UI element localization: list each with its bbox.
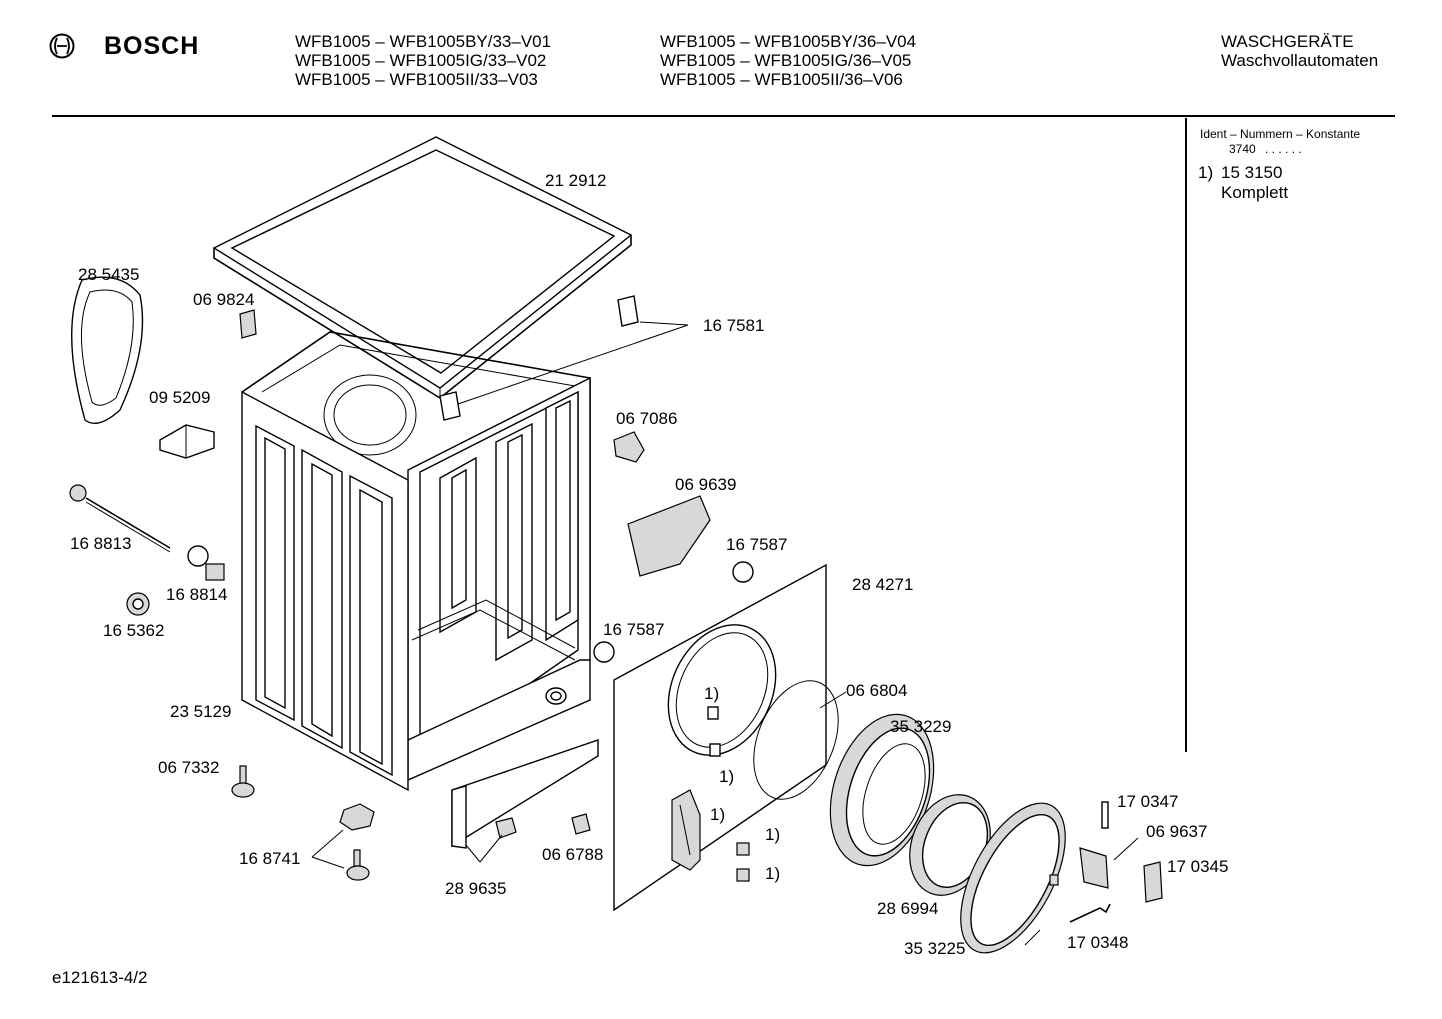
part-label-069824: 06 9824 bbox=[193, 290, 255, 309]
model-line: WFB1005 – WFB1005II/36–V06 bbox=[660, 70, 903, 89]
note-marker: 1) bbox=[719, 767, 735, 786]
bracket-095209 bbox=[159, 424, 215, 459]
note-number: 15 3150 bbox=[1221, 163, 1283, 182]
model-line: WFB1005 – WFB1005II/33–V03 bbox=[295, 70, 538, 89]
part-label-285435: 28 5435 bbox=[78, 265, 140, 284]
door-handle-part bbox=[1079, 847, 1109, 889]
category-subtitle: Waschvollautomaten bbox=[1221, 51, 1379, 70]
part-label-167587b: 16 7587 bbox=[603, 620, 665, 639]
part-label-066804: 06 6804 bbox=[846, 681, 908, 700]
clip-167581-top bbox=[617, 295, 639, 327]
part-label-170345: 17 0345 bbox=[1167, 857, 1229, 876]
clip-167587a bbox=[732, 561, 754, 583]
hinge-plate-part bbox=[1143, 861, 1163, 903]
part-label-286994: 28 6994 bbox=[877, 899, 939, 918]
foot-168741 bbox=[339, 803, 375, 881]
counterweight bbox=[71, 276, 144, 424]
model-list-2: WFB1005 – WFB1005BY/36–V04 WFB1005 – WFB… bbox=[660, 32, 916, 89]
leader-lines bbox=[311, 321, 1139, 946]
part-label-284271: 28 4271 bbox=[852, 575, 914, 594]
door-frame bbox=[960, 802, 1066, 954]
note-marker-sidebar: 1) bbox=[1198, 163, 1214, 182]
note-marker: 1) bbox=[765, 864, 781, 883]
front-panel bbox=[613, 563, 827, 912]
nut-165362 bbox=[126, 592, 150, 616]
foot-067332 bbox=[231, 765, 255, 798]
part-label-167581: 16 7581 bbox=[703, 316, 765, 335]
wire-spring-part bbox=[1069, 903, 1111, 923]
ident-dots: . . . . . . bbox=[1265, 142, 1302, 156]
clip-167587b bbox=[593, 641, 615, 663]
part-label-235129: 23 5129 bbox=[170, 702, 232, 721]
door-hinge bbox=[671, 789, 701, 871]
part-label-167587a: 16 7587 bbox=[726, 535, 788, 554]
clip-part bbox=[736, 842, 750, 856]
part-label-170348: 17 0348 bbox=[1067, 933, 1129, 952]
clip-167581-inner bbox=[439, 391, 461, 421]
part-label-067086: 06 7086 bbox=[616, 409, 678, 428]
part-067086 bbox=[613, 431, 645, 463]
part-label-168741: 16 8741 bbox=[239, 849, 301, 868]
porthole-ring bbox=[829, 713, 935, 867]
bushing-168814 bbox=[187, 545, 225, 581]
note-marker: 1) bbox=[704, 684, 720, 703]
ident-number: 3740 bbox=[1229, 142, 1256, 156]
shock-bolt bbox=[69, 484, 171, 553]
part-label-069639: 06 9639 bbox=[675, 475, 737, 494]
model-list-1: WFB1005 – WFB1005BY/33–V01 WFB1005 – WFB… bbox=[295, 32, 551, 89]
note-text: Komplett bbox=[1221, 183, 1289, 202]
model-line: WFB1005 – WFB1005IG/36–V05 bbox=[660, 51, 912, 70]
part-label-212912: 21 2912 bbox=[545, 171, 607, 190]
door-seal-ring bbox=[753, 680, 839, 800]
ident-title: Ident – Nummern – Konstante bbox=[1200, 127, 1361, 141]
part-069639 bbox=[627, 495, 711, 577]
pin-part bbox=[1101, 801, 1109, 829]
part-label-353229: 35 3229 bbox=[890, 717, 952, 736]
clip-069824 bbox=[239, 309, 257, 339]
model-line: WFB1005 – WFB1005BY/33–V01 bbox=[295, 32, 552, 51]
part-label-069637: 06 9637 bbox=[1146, 822, 1208, 841]
part-label-168813: 16 8813 bbox=[70, 534, 132, 553]
part-label-353225: 35 3225 bbox=[904, 939, 966, 958]
part-label-168814: 16 8814 bbox=[166, 585, 228, 604]
clip-part bbox=[736, 868, 750, 882]
screw-066788 bbox=[571, 813, 591, 835]
door-glass bbox=[909, 794, 991, 896]
toe-kick-panel bbox=[451, 739, 599, 849]
model-line: WFB1005 – WFB1005BY/36–V04 bbox=[660, 32, 917, 51]
brand-name: BOSCH bbox=[104, 32, 200, 60]
bosch-logo-icon bbox=[49, 33, 75, 59]
note-marker: 1) bbox=[765, 825, 781, 844]
part-label-066788: 06 6788 bbox=[542, 845, 604, 864]
part-label-289635: 28 9635 bbox=[445, 879, 507, 898]
part-label-170347: 17 0347 bbox=[1117, 792, 1179, 811]
worktop-lid bbox=[212, 136, 633, 399]
drawing-code: e121613-4/2 bbox=[52, 968, 148, 987]
category: WASCHGERÄTE Waschvollautomaten bbox=[1221, 32, 1378, 70]
category-title: WASCHGERÄTE bbox=[1221, 32, 1354, 51]
cabinet-housing bbox=[241, 331, 591, 792]
ident-value: 3740 . . . . . . bbox=[1229, 142, 1302, 156]
model-line: WFB1005 – WFB1005IG/33–V02 bbox=[295, 51, 547, 70]
note-marker: 1) bbox=[710, 805, 726, 824]
part-label-165362: 16 5362 bbox=[103, 621, 165, 640]
part-label-067332: 06 7332 bbox=[158, 758, 220, 777]
screw-289635 bbox=[495, 817, 517, 839]
part-label-095209: 09 5209 bbox=[149, 388, 211, 407]
